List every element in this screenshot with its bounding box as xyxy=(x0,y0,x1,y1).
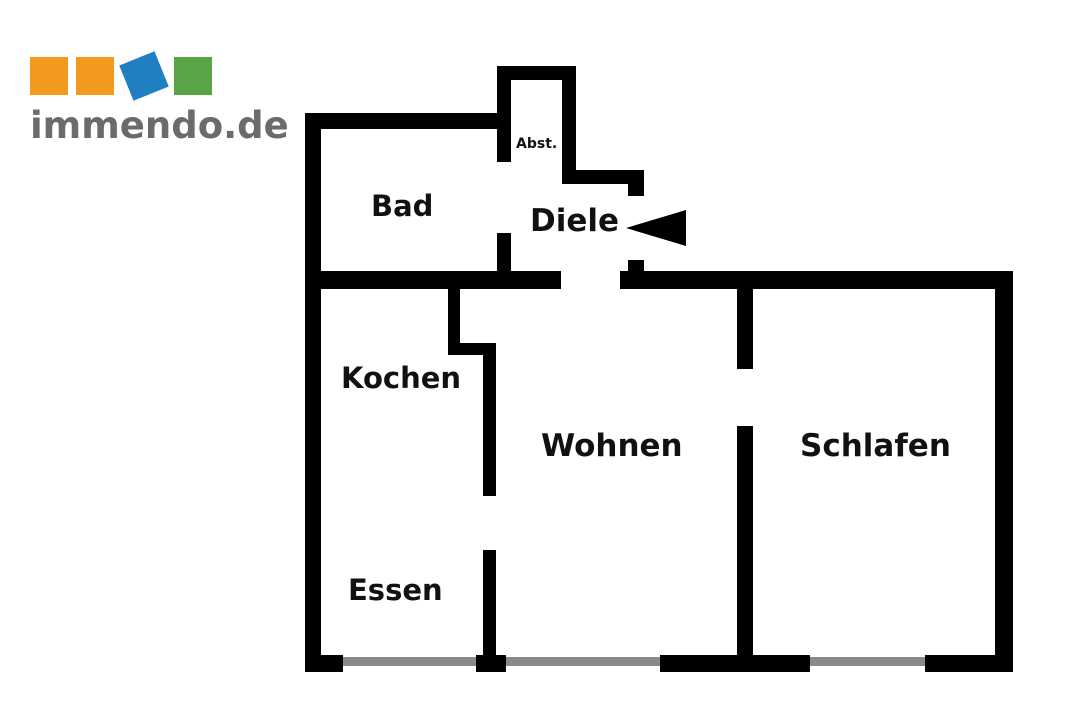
logo-text: immendo.de xyxy=(30,104,289,147)
wall-wohnen-schlafen-top xyxy=(737,287,753,369)
wall-bottom-left xyxy=(305,655,343,672)
wall-left-upper-grey xyxy=(305,113,321,163)
room-label-bad: Bad xyxy=(371,189,433,223)
logo-tile-orange-1 xyxy=(30,57,68,95)
room-label-essen: Essen xyxy=(348,573,443,607)
wall-abst-top xyxy=(497,66,576,80)
brand-logo: immendo.de xyxy=(30,51,289,147)
room-label-wohnen: Wohnen xyxy=(541,428,683,464)
logo-tile-blue xyxy=(119,51,169,101)
wall-abst-right xyxy=(562,66,576,184)
wall-middle-left xyxy=(305,271,561,289)
room-label-abstellraum: Abst. xyxy=(516,136,557,152)
window-schlafen xyxy=(810,657,925,666)
wall-wohnen-schlafen-bottom xyxy=(737,426,753,672)
room-label-kochen: Kochen xyxy=(341,361,461,395)
wall-essen-vertical xyxy=(483,550,496,672)
window-essen xyxy=(343,657,476,666)
wall-right xyxy=(995,271,1013,672)
walls xyxy=(305,66,1013,672)
room-label-schlafen: Schlafen xyxy=(800,428,951,464)
wall-kochen-vertical-top xyxy=(448,287,460,353)
wall-bottom-essen xyxy=(476,655,506,672)
wall-bottom-right xyxy=(925,655,1013,672)
windows xyxy=(343,657,925,666)
wall-middle-right xyxy=(620,271,1013,289)
logo-tile-orange-2 xyxy=(76,57,114,95)
wall-entrance-stub-top xyxy=(628,170,644,196)
wall-left xyxy=(305,160,321,672)
wall-diele-top xyxy=(562,170,644,184)
wall-abst-left xyxy=(497,66,511,162)
window-wohnen xyxy=(506,657,660,666)
wall-bad-diele-lower xyxy=(497,233,511,273)
wall-bottom-wohnen xyxy=(660,655,810,672)
entrance-arrow-icon xyxy=(626,210,686,246)
wall-kochen-vertical xyxy=(483,343,496,496)
room-label-diele: Diele xyxy=(530,203,619,239)
wall-bad-top-dark xyxy=(420,113,511,129)
logo-tile-green xyxy=(174,57,212,95)
